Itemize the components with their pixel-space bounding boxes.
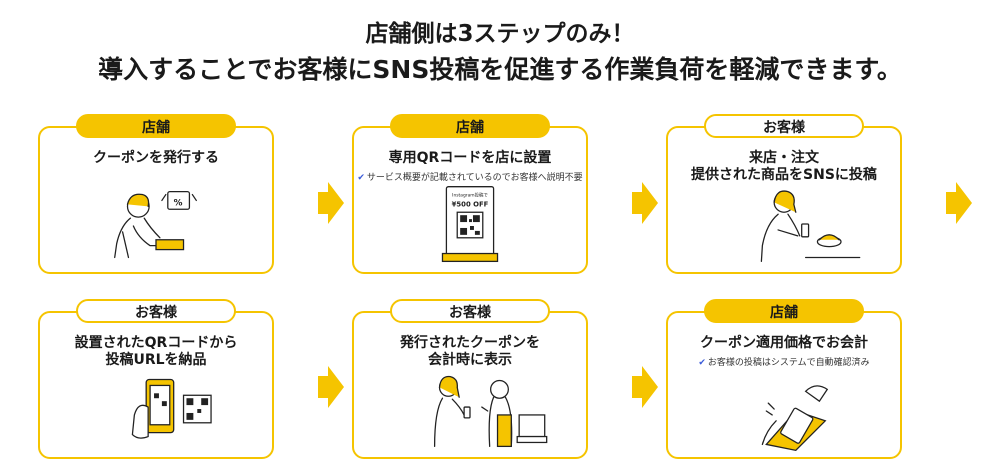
scan-payment-illustration (761, 385, 829, 451)
coupon-percent-symbol: % (174, 198, 183, 208)
role-tag-customer: お客様 (704, 114, 864, 138)
header-title-line1: 店舗側は3ステップのみ！ (365, 21, 635, 47)
role-tag-shop: 店舗 (704, 299, 864, 323)
role-tag-shop: 店舗 (390, 114, 550, 138)
staff-issuing-coupon-illustration: % (114, 190, 197, 259)
check-icon: ✔ (698, 358, 706, 368)
check-icon: ✔ (357, 173, 365, 183)
step-card-3: お客様 来店・注文 提供された商品をSNSに投稿 (666, 114, 902, 274)
step-note: ✔お客様の投稿はシステムで自動確認済み (698, 358, 870, 368)
step-card-5: お客様 発行されたクーポンを 会計時に表示 (352, 299, 588, 459)
stand-sign-line1: Instagram投稿で (452, 192, 488, 199)
arrow-right-icon (946, 182, 972, 224)
step-title: 発行されたクーポンを 会計時に表示 (400, 335, 540, 368)
step-title: 専用QRコードを店に設置 (388, 150, 552, 166)
scan-qr-with-phone-illustration (131, 378, 212, 439)
step-card-1: 店舗 クーポンを発行する % (38, 114, 274, 274)
step-title: 設置されたQRコードから 投稿URLを納品 (74, 335, 238, 368)
step-card-2: 店舗 専用QRコードを店に設置 ✔サービス概要が記載されているのでお客様へ説明不… (352, 114, 588, 274)
qr-stand-illustration: Instagram投稿で ¥500 OFF (441, 186, 499, 263)
stand-sign-line2: ¥500 OFF (452, 200, 489, 208)
role-tag-customer: お客様 (390, 299, 550, 323)
checkout-coupon-illustration (433, 375, 548, 448)
arrow-right-icon (632, 366, 658, 408)
step-title: クーポン適用価格でお会計 (700, 335, 868, 351)
arrow-right-icon (318, 366, 344, 408)
role-tag-shop: 店舗 (76, 114, 236, 138)
arrow-right-icon (318, 182, 344, 224)
step-title: クーポンを発行する (93, 150, 219, 166)
step-note: ✔サービス概要が記載されているのでお客様へ説明不要 (357, 173, 583, 183)
role-tag-customer: お客様 (76, 299, 236, 323)
step-card-6: 店舗 クーポン適用価格でお会計 ✔お客様の投稿はシステムで自動確認済み (666, 299, 902, 459)
header-title-line2: 導入することでお客様にSNS投稿を促進する作業負荷を軽減できます。 (98, 55, 902, 84)
customer-posting-illustration (760, 190, 861, 263)
arrow-right-icon (632, 182, 658, 224)
step-card-4: お客様 設置されたQRコードから 投稿URLを納品 (38, 299, 274, 459)
step-title: 来店・注文 提供された商品をSNSに投稿 (691, 150, 877, 183)
